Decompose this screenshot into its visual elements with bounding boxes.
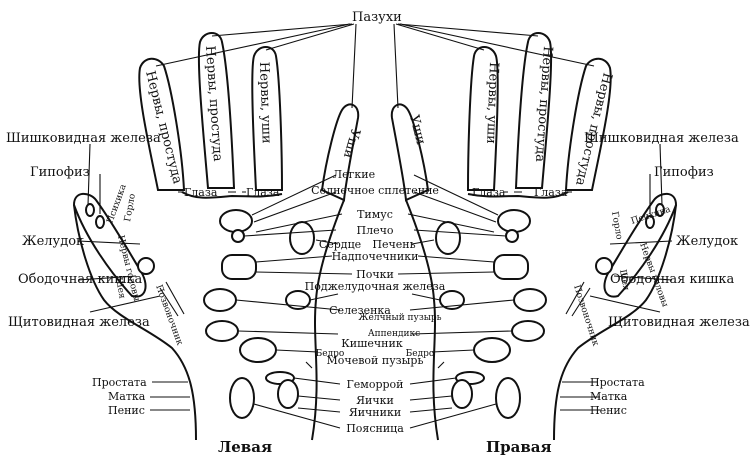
label-adrenals: Надпочечники	[332, 250, 419, 263]
caption-right: Правая	[486, 438, 552, 456]
left-pineal-dot	[85, 203, 95, 217]
label-gallbladder: Желчный пузырь	[358, 313, 441, 323]
label-right-hip: Бедро	[406, 349, 435, 359]
label-right-spine: Позвоночник	[571, 284, 600, 348]
label-right-neck: Шея	[617, 269, 631, 292]
left-stomach-dot	[137, 257, 155, 275]
label-left-middle-finger: Нервы, уши	[256, 62, 274, 144]
label-left-pituitary: Гипофиз	[30, 165, 90, 180]
left-hip-zone	[239, 337, 277, 363]
label-left-pineal-text: Шишковидная железа	[6, 131, 161, 146]
caption-left: Левая	[218, 438, 272, 456]
label-right-colon: Ободочная кишка	[610, 272, 734, 287]
label-left-hip: Бедро	[316, 349, 345, 359]
label-right-thyroid: Щитовидная железа	[608, 315, 750, 330]
label-solar-plexus: Солнечное сплетение	[311, 184, 439, 197]
label-right-pituitary: Гипофиз	[654, 165, 714, 180]
label-left-prostate: Простата	[92, 376, 147, 389]
label-appendix: Аппендикс	[368, 329, 420, 339]
label-left-uterus: Матка	[108, 390, 146, 403]
label-left-stomach: Желудок	[22, 234, 84, 249]
left-lumbar-zone	[229, 377, 255, 419]
label-spleen: Селезенка	[329, 304, 391, 317]
left-hand	[72, 32, 360, 441]
label-right-stomach: Желудок	[676, 234, 738, 249]
label-left-pineal: Шишковидная железа	[6, 131, 161, 146]
label-right-throat: Горло	[609, 211, 624, 241]
left-heart-zone	[289, 221, 315, 255]
label-left-eyes-2: Глаза	[246, 186, 280, 199]
left-middle-finger	[251, 46, 284, 191]
left-intestine-zone	[205, 320, 239, 342]
left-pituitary-dot	[95, 215, 105, 229]
label-left-penis: Пенис	[108, 404, 145, 417]
label-sinuses: Пазухи	[352, 10, 402, 25]
label-thymus: Тимус	[357, 208, 393, 221]
center-labels: Легкие Солнечное сплетение Тимус Плечо С…	[305, 168, 446, 435]
left-lung-zone	[219, 209, 253, 233]
right-side-labels: Шишковидная железа Гипофиз Желудок Ободо…	[584, 131, 750, 417]
label-right-uterus: Матка	[590, 390, 628, 403]
label-right-eyes-1: Глаза	[472, 186, 506, 199]
label-left-neck: Шея	[113, 277, 127, 300]
label-left-colon: Ободочная кишка	[18, 272, 142, 287]
left-ring-finger	[197, 32, 236, 189]
label-right-index-finger: Уши	[406, 113, 428, 146]
left-kidney-zone	[221, 254, 257, 280]
label-left-eyes-1: Глаза	[184, 186, 218, 199]
label-pancreas: Поджелудочная железа	[305, 280, 446, 293]
label-left-thyroid: Щитовидная железа	[8, 315, 150, 330]
label-right-penis: Пенис	[590, 404, 627, 417]
label-left-throat: Горло	[123, 193, 138, 223]
left-side-labels: Шишковидная железа Гипофиз Желудок Ободо…	[6, 131, 161, 417]
label-right-eyes-2: Глаза	[534, 186, 568, 199]
left-little-finger	[138, 57, 186, 191]
right-hand	[390, 32, 678, 441]
label-intestine: Кишечник	[341, 337, 403, 350]
label-testicles: Яички	[356, 394, 394, 407]
label-liver: Печень	[372, 238, 415, 251]
label-shoulder: Плечо	[357, 224, 394, 237]
label-right-middle-finger: Нервы, уши	[483, 62, 501, 144]
left-index-finger	[320, 103, 360, 202]
label-bladder: Мочевой пузырь	[327, 354, 424, 367]
label-heart: Сердце	[319, 238, 361, 251]
label-right-prostate: Простата	[590, 376, 645, 389]
label-lumbar: Поясница	[346, 422, 404, 435]
left-shoulder-zone	[231, 229, 245, 243]
label-hemorrhoid: Геморрой	[346, 378, 403, 391]
label-ovaries: Яичники	[349, 406, 401, 419]
label-kidneys: Почки	[356, 268, 394, 281]
leader-lines	[77, 23, 673, 429]
label-lungs: Легкие	[333, 168, 375, 181]
left-testicle-zone	[277, 379, 299, 409]
label-right-pineal: Шишковидная железа	[584, 131, 739, 146]
left-colon-zone	[203, 288, 237, 312]
